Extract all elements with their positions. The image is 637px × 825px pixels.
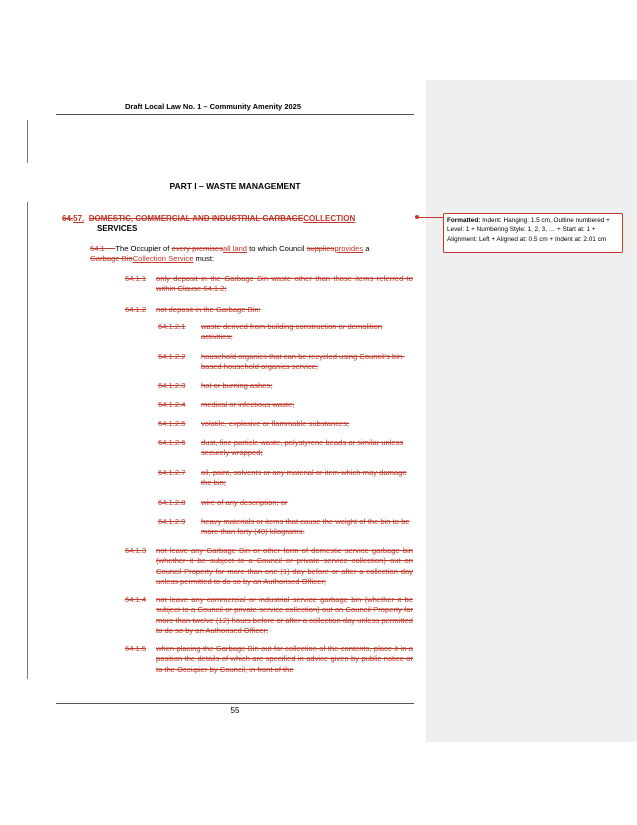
clause-heading: 64.57. DOMESTIC, COMMERCIAL AND INDUSTRI… bbox=[62, 214, 392, 223]
item-number: 64.1.1 bbox=[125, 274, 147, 283]
comment-label: Formatted: bbox=[447, 217, 481, 224]
item-text: when placing the Garbage Bin out for col… bbox=[156, 644, 413, 674]
inserted-run: all land bbox=[222, 244, 248, 253]
text-run: must: bbox=[193, 254, 215, 264]
item-text: medical or infectious waste; bbox=[201, 400, 295, 409]
deleted-number: 64. bbox=[62, 214, 74, 223]
deleted-heading-text: DOMESTIC, COMMERCIAL AND INDUSTRIAL GARB… bbox=[88, 214, 304, 223]
formatting-comment-balloon[interactable]: Formatted: Indent: Hanging: 1.5 cm, Outl… bbox=[443, 213, 623, 253]
text-run: to which Council bbox=[247, 244, 307, 253]
comment-text: Indent: Hanging: 1.5 cm, Outline numbere… bbox=[447, 217, 610, 243]
item-number: 64.1.2.7 bbox=[158, 468, 186, 477]
deleted-run: every premises bbox=[171, 244, 223, 253]
item-number: 64.1.4 bbox=[125, 595, 147, 604]
page-header: Draft Local Law No. 1 – Community Amenit… bbox=[124, 102, 301, 111]
change-bar bbox=[27, 202, 28, 679]
item-text: volatile, explosive or flammable substan… bbox=[201, 419, 350, 428]
comment-connector bbox=[418, 217, 443, 218]
inserted-number: 57. bbox=[73, 214, 85, 223]
document-page bbox=[0, 0, 426, 825]
item-number: 64.1.2.2 bbox=[158, 352, 186, 361]
part-title: PART I – WASTE MANAGEMENT bbox=[169, 181, 301, 191]
change-bar bbox=[27, 120, 28, 163]
item-text: not leave any commercial or industrial s… bbox=[156, 595, 413, 636]
item-number: 64.1.2.6 bbox=[158, 438, 186, 447]
item-text: wire of any description; or bbox=[201, 498, 288, 507]
item-text: oil, paint, solvents or any material or … bbox=[201, 468, 407, 488]
item-number: 64.1.5 bbox=[125, 644, 147, 653]
item-number: 64.1.2.8 bbox=[158, 498, 186, 507]
item-text: only deposit in the Garbage Bin waste ot… bbox=[156, 274, 413, 294]
item-number: 64.1.2.4 bbox=[158, 400, 186, 409]
clause-heading-line2: SERVICES bbox=[97, 224, 138, 233]
page-number: 55 bbox=[230, 706, 240, 715]
item-number: 64.1.2.5 bbox=[158, 419, 186, 428]
item-number: 64.1.2.1 bbox=[158, 322, 186, 331]
item-number: 64.1.2.3 bbox=[158, 381, 186, 390]
inserted-run: provides bbox=[334, 244, 364, 253]
item-number: 64.1.2 bbox=[125, 305, 147, 314]
item-number: 64.1.2.9 bbox=[158, 517, 186, 526]
inserted-heading-text: COLLECTION bbox=[303, 214, 356, 223]
deleted-run: Garbage Bin bbox=[90, 254, 133, 264]
comment-margin-pane bbox=[426, 80, 637, 742]
deleted-run: supplies bbox=[306, 244, 335, 253]
inserted-run: Collection Service bbox=[132, 254, 194, 264]
item-number: 64.1.3 bbox=[125, 546, 147, 555]
item-text: heavy materials or items that cause the … bbox=[201, 517, 410, 537]
footer-rule bbox=[56, 703, 414, 704]
item-text: not deposit in the Garbage Bin: bbox=[156, 305, 261, 314]
subclause-64-1: 64.1 The Occupier of every premisesall l… bbox=[90, 244, 420, 265]
header-rule bbox=[56, 114, 414, 115]
item-text: dust, fine particle waste, polystyrene b… bbox=[201, 438, 404, 458]
item-text: waste derived from building construction… bbox=[201, 322, 383, 342]
item-text: hot or burning ashes; bbox=[201, 381, 273, 390]
text-run: a bbox=[363, 244, 370, 253]
item-text: not leave any Garbage Bin or other form … bbox=[156, 546, 413, 587]
item-text: household organics that can be recycled … bbox=[201, 352, 405, 372]
deleted-subclause-number: 64.1 bbox=[90, 244, 105, 253]
text-run: The Occupier of bbox=[115, 244, 172, 253]
comment-anchor-icon bbox=[415, 215, 419, 219]
